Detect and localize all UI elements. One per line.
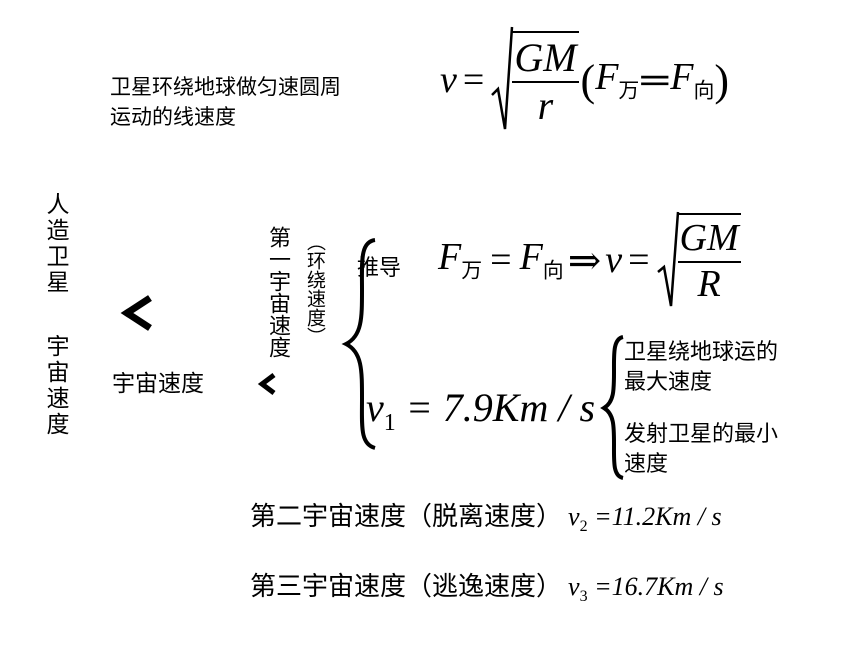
v1-formula: v1 = 7.9Km / s	[366, 384, 595, 437]
orbital-velocity-formula: v = GM r ( F万 ═ F向 )	[440, 20, 729, 140]
max-speed-note: 卫星绕地球运的 最大速度	[624, 338, 778, 398]
formula1-f-symbol: F	[595, 56, 619, 99]
formula1-sub-wan: 万	[618, 78, 640, 103]
sqrt-icon	[490, 25, 514, 135]
v1-symbol: v	[366, 385, 384, 430]
v2-formula: v2 =11.2Km / s	[568, 502, 722, 536]
left-title-col1: 人造卫星	[42, 192, 68, 296]
formula2-f-symbol-2: F	[519, 236, 543, 279]
formula2-sub-xiang: 向	[542, 258, 564, 283]
note1-line1: 卫星绕地球运的	[624, 340, 779, 365]
derivation-label: 推导	[357, 256, 402, 281]
formula1-lparen: (	[580, 55, 596, 105]
satellite-motion-description: 卫星环绕地球做匀速圆周 运动的线速度	[110, 72, 341, 132]
formula1-rparen: )	[714, 55, 730, 105]
v1-subscript: 1	[383, 410, 396, 436]
formula2-numerator: GM	[677, 217, 741, 263]
implies-arrow-icon: ⇒	[567, 237, 602, 283]
note2-line2: 速度	[624, 452, 669, 477]
third-cosmic-text: 第三宇宙速度（逃逸速度）	[250, 572, 563, 602]
formula2-f-symbol: F	[438, 236, 462, 279]
formula1-equal-sign: ═	[641, 59, 669, 101]
left-brace-small	[600, 335, 624, 480]
formula1-f-xiang: F向	[670, 55, 714, 105]
formula2-sub-wan: 万	[461, 258, 483, 283]
orbital-speed-label: （环绕速度）	[304, 232, 326, 346]
v3-subscript: 3	[579, 588, 588, 606]
third-cosmic-speed-row: 第三宇宙速度（逃逸速度） v3 =16.7Km / s	[250, 566, 724, 606]
second-cosmic-text: 第二宇宙速度（脱离速度）	[250, 502, 563, 532]
chevron-left-small-icon	[257, 373, 276, 395]
min-launch-speed-note: 发射卫星的最小 速度	[624, 420, 778, 480]
first-cosmic-label: 第一宇宙速度	[265, 226, 290, 358]
v2-subscript: 2	[579, 518, 588, 536]
formula1-sub-xiang: 向	[693, 78, 715, 103]
formula1-fraction: GM r	[512, 31, 579, 129]
formula2-eq: =	[490, 239, 512, 281]
formula1-denominator: r	[537, 83, 554, 128]
formula2-f-wan: F万	[438, 235, 482, 285]
v2-symbol: v	[568, 502, 580, 531]
v2-value: =11.2Km / s	[594, 502, 722, 531]
formula1-f-symbol-2: F	[670, 56, 694, 99]
cosmic-speed-label: 宇宙速度	[112, 371, 204, 397]
formula1-v: v	[440, 59, 457, 101]
formula2-f-xiang: F向	[520, 235, 564, 285]
formula1-eq: =	[462, 59, 485, 101]
note2-line1: 发射卫星的最小	[624, 422, 779, 447]
left-title-col2: 宇宙速度	[42, 334, 68, 438]
satellite-motion-desc-line2: 运动的线速度	[110, 105, 236, 129]
left-brace-large	[341, 238, 376, 450]
v3-formula: v3 =16.7Km / s	[568, 572, 724, 606]
satellite-motion-desc-line1: 卫星环绕地球做匀速圆周	[110, 75, 341, 99]
formula2-fraction: GM R	[677, 213, 741, 306]
second-cosmic-speed-row: 第二宇宙速度（脱离速度） v2 =11.2Km / s	[250, 496, 722, 536]
formula1-f-wan: F万	[595, 55, 639, 105]
sqrt-icon-2	[656, 210, 679, 310]
derivation-formula: F万 = F向 ⇒ v = GM R	[438, 210, 741, 310]
formula1-numerator: GM	[512, 35, 579, 83]
formula2-v: v	[605, 239, 623, 281]
v1-value: = 7.9Km / s	[405, 385, 596, 430]
note1-line2: 最大速度	[624, 370, 713, 395]
chevron-left-large-icon	[120, 295, 152, 331]
formula2-denominator: R	[697, 263, 721, 305]
formula2-eq-2: =	[628, 239, 650, 281]
v3-symbol: v	[568, 572, 580, 601]
v3-value: =16.7Km / s	[594, 572, 724, 601]
